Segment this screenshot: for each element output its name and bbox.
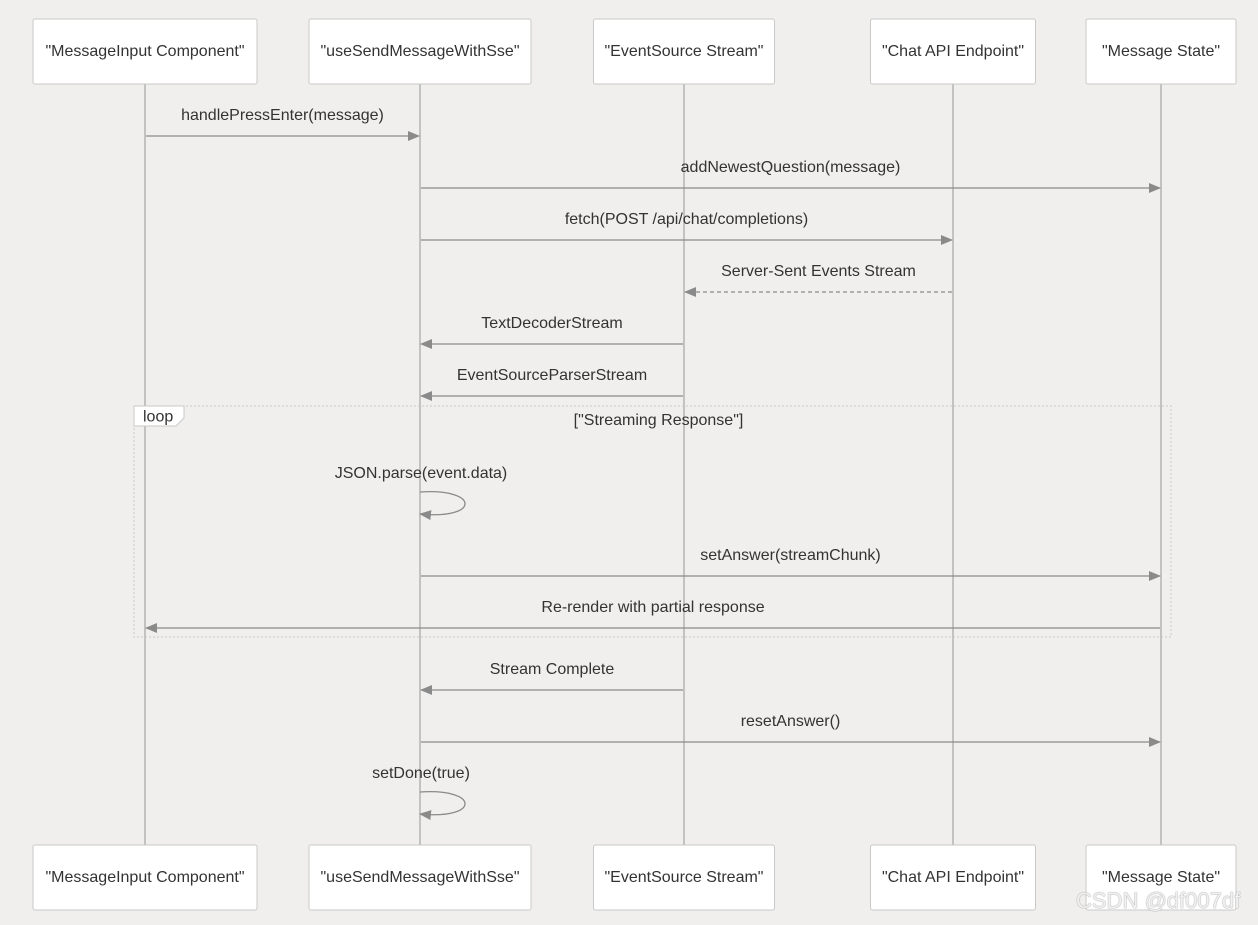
self-message-arrow	[419, 791, 466, 821]
loop-condition: ["Streaming Response"]	[574, 412, 744, 429]
message-label: TextDecoderStream	[481, 315, 622, 332]
message-4: Server-Sent Events Stream	[684, 263, 952, 297]
actor-input-top: "MessageInput Component"	[32, 18, 258, 85]
message-label: setDone(true)	[372, 765, 470, 782]
actor-box	[1085, 844, 1237, 911]
actor-box	[32, 844, 258, 911]
message-9: Re-render with partial response	[145, 599, 1160, 633]
loop-frame	[133, 405, 1172, 638]
actor-box	[593, 18, 775, 85]
actor-hook-bottom: "useSendMessageWithSse"	[308, 844, 532, 911]
message-3: fetch(POST /api/chat/completions)	[421, 211, 953, 245]
actor-label: "Chat API Endpoint"	[882, 869, 1024, 886]
loop-tag: loop	[143, 409, 173, 426]
message-label: handlePressEnter(message)	[181, 107, 384, 124]
actor-stream-bottom: "EventSource Stream"	[593, 844, 775, 911]
actor-stream-top: "EventSource Stream"	[593, 18, 775, 85]
message-label: JSON.parse(event.data)	[335, 465, 508, 482]
actor-state-top: "Message State"	[1085, 18, 1237, 85]
actor-box	[870, 18, 1036, 85]
actor-label: "EventSource Stream"	[605, 43, 764, 60]
message-label: EventSourceParserStream	[457, 367, 647, 384]
actor-box	[308, 844, 532, 911]
message-label: addNewestQuestion(message)	[681, 159, 901, 176]
message-6: EventSourceParserStream	[420, 367, 683, 401]
message-8: setAnswer(streamChunk)	[421, 547, 1161, 581]
message-2: addNewestQuestion(message)	[421, 159, 1161, 193]
self-message-arrow	[419, 491, 466, 521]
actor-label: "Message State"	[1102, 43, 1220, 60]
message-10: Stream Complete	[420, 661, 683, 695]
message-5: TextDecoderStream	[420, 315, 683, 349]
message-label: fetch(POST /api/chat/completions)	[565, 211, 808, 228]
actor-box	[308, 18, 532, 85]
message-1: handlePressEnter(message)	[146, 107, 420, 141]
message-12: setDone(true)	[372, 765, 470, 821]
actor-input-bottom: "MessageInput Component"	[32, 844, 258, 911]
actor-label: "EventSource Stream"	[605, 869, 764, 886]
message-label: Stream Complete	[490, 661, 615, 678]
message-label: Re-render with partial response	[541, 599, 764, 616]
message-label: setAnswer(streamChunk)	[700, 547, 881, 564]
actor-label: "MessageInput Component"	[45, 869, 244, 886]
message-label: resetAnswer()	[741, 713, 841, 730]
actor-box	[1085, 18, 1237, 85]
watermark: CSDN @df007df	[1076, 888, 1241, 913]
loop-tag-box	[133, 405, 185, 427]
actor-api-bottom: "Chat API Endpoint"	[870, 844, 1036, 911]
actor-label: "MessageInput Component"	[45, 43, 244, 60]
actor-label: "Message State"	[1102, 869, 1220, 886]
actor-box	[593, 844, 775, 911]
actor-state-bottom: "Message State"	[1085, 844, 1237, 911]
actor-hook-top: "useSendMessageWithSse"	[308, 18, 532, 85]
actor-box	[870, 844, 1036, 911]
actor-label: "Chat API Endpoint"	[882, 43, 1024, 60]
actor-label: "useSendMessageWithSse"	[320, 43, 519, 60]
actor-label: "useSendMessageWithSse"	[320, 869, 519, 886]
message-label: Server-Sent Events Stream	[721, 263, 916, 280]
message-11: resetAnswer()	[421, 713, 1161, 747]
message-7: JSON.parse(event.data)	[335, 465, 508, 521]
actor-box	[32, 18, 258, 85]
actor-api-top: "Chat API Endpoint"	[870, 18, 1036, 85]
